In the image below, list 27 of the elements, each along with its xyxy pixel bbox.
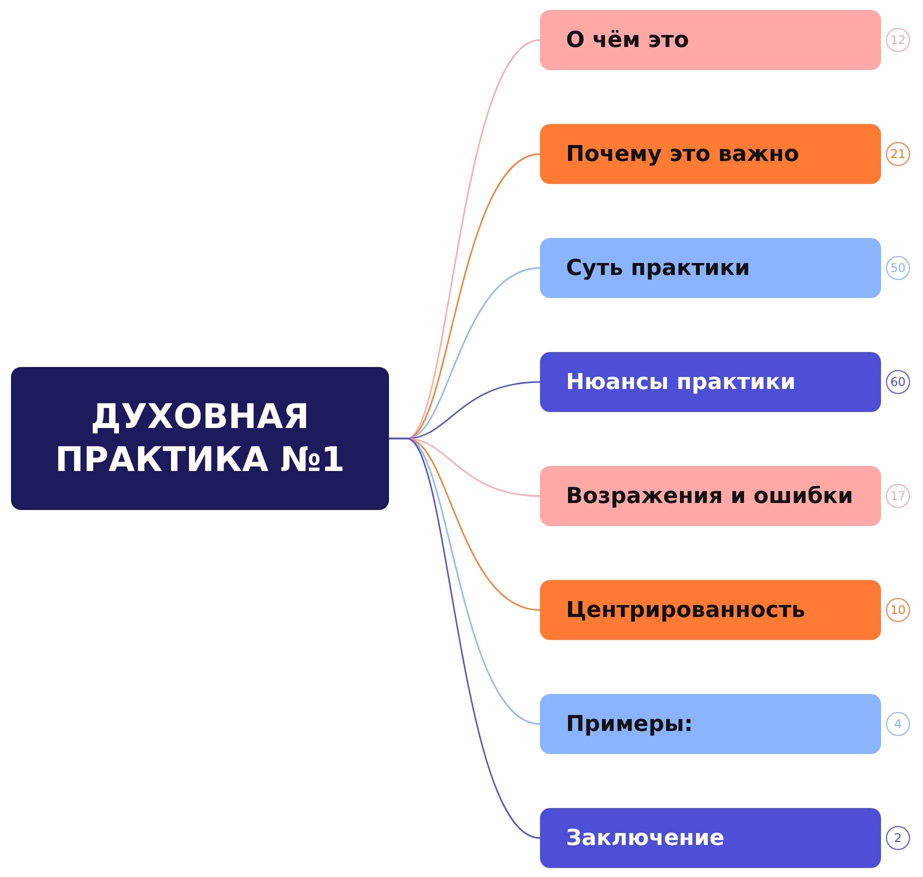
subtopic-box [540, 124, 881, 184]
count-badge: 2 [886, 826, 910, 850]
count-badge: 17 [886, 484, 910, 508]
connector-line [389, 438, 540, 839]
subtopic-label: Возражения и ошибки [566, 484, 854, 508]
topic-title: ДУХОВНАЯ ПРАКТИКА №1 [54, 396, 346, 481]
subtopic-box [540, 10, 881, 70]
count-badge: 12 [886, 28, 910, 52]
subtopic-label: Нюансы практики [566, 370, 796, 394]
subtopic-label: Заключение [566, 826, 724, 850]
subtopic-box [540, 238, 881, 298]
subtopic-box [540, 808, 881, 868]
subtopic-box [540, 580, 881, 640]
count-badge: 21 [886, 142, 910, 166]
central-topic-box [11, 367, 389, 510]
count-badge: 10 [886, 598, 910, 622]
subtopic-label: Примеры: [566, 712, 693, 736]
subtopic-label: Почему это важно [566, 142, 800, 166]
subtopic-label: Центрированность [566, 598, 806, 622]
count-badge: 50 [886, 256, 910, 280]
subtopic-box [540, 352, 881, 412]
subtopic-label: Суть практики [566, 256, 750, 280]
subtopic-box [540, 466, 881, 526]
subtopic-box [540, 694, 881, 754]
count-badge: 4 [886, 712, 910, 736]
subtopic-label: О чём это [566, 28, 689, 52]
count-badge: 60 [886, 370, 910, 394]
